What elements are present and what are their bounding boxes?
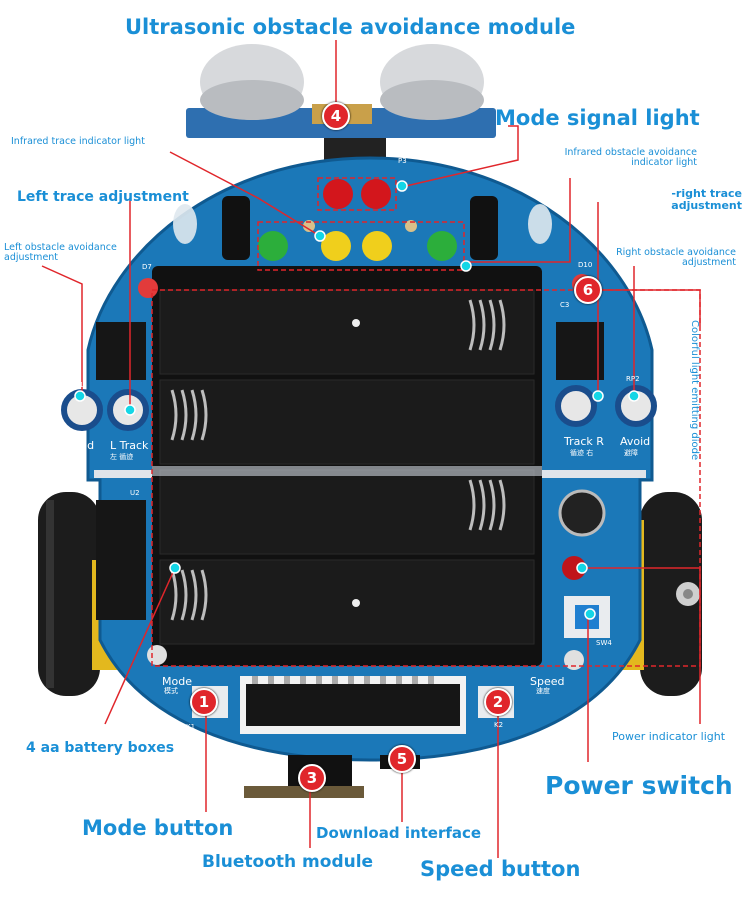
side-components [61, 274, 657, 670]
pcb-track-left: L Track [110, 439, 149, 452]
led-cluster [258, 179, 457, 261]
label-right-obstacle: Right obstacle avoidance adjustment [616, 247, 736, 269]
label-left-obstacle: Left obstacle avoidance adjustment [4, 242, 117, 264]
pcb-p3: P3 [398, 157, 407, 165]
label-speed-button: Speed button [420, 857, 581, 881]
ir-sensors [173, 196, 552, 260]
pcb-sw4: SW4 [596, 639, 612, 647]
pcb-avoid-left-cn: 避障 [72, 453, 86, 461]
label-battery: 4 aa battery boxes [26, 740, 175, 756]
label-right-trace: -right trace adjustment [671, 187, 742, 213]
pcb-u2: U2 [130, 489, 140, 497]
pcb-c3: C3 [560, 301, 570, 309]
badge-3: 3 [298, 764, 326, 792]
pcb-mode-cn: 模式 [164, 687, 178, 695]
pcb-rp1: RP1 [70, 381, 84, 389]
badge-2: 2 [484, 688, 512, 716]
callout-boxes [151, 177, 701, 667]
pcb-avoid-right-cn: 避障 [624, 449, 638, 457]
label-ultrasonic: Ultrasonic obstacle avoidance module [125, 15, 576, 39]
marker-dots [74, 180, 640, 620]
pcb-track-right: Track R [564, 435, 604, 448]
label-power-switch: Power switch [545, 771, 733, 800]
pcb-k1: K1 [186, 723, 196, 731]
leader-lines [41, 40, 701, 858]
pcb-speed-cn: 速度 [536, 687, 550, 695]
label-colorful-light: Colorful light emitting diode [689, 320, 700, 461]
battery-holder [94, 266, 646, 666]
pcb-track-right-cn: 循迹 右 [570, 449, 594, 457]
power-switch-body [564, 596, 610, 638]
label-mode-signal: Mode signal light [495, 106, 700, 130]
label-power-indicator: Power indicator light [612, 730, 726, 743]
main-chip [240, 676, 466, 734]
pcb-d7: D7 [142, 263, 152, 271]
label-mode-button: Mode button [82, 816, 234, 840]
pcb-k2: K2 [494, 721, 504, 729]
pcb-d10: D10 [578, 261, 593, 269]
pcb-speed: Speed [530, 675, 565, 688]
pcb-avoid-right: Avoid [620, 435, 651, 448]
pcb-mode: Mode [162, 675, 192, 688]
badge-4: 4 [322, 102, 350, 130]
pcb-rp2: RP2 [626, 375, 640, 383]
label-infrared-obstacle: Infrared obstacle avoidance indicator li… [564, 147, 697, 169]
badge-6: 6 [574, 276, 602, 304]
label-bluetooth: Bluetooth module [202, 852, 374, 872]
badge-1: 1 [190, 688, 218, 716]
label-left-trace: Left trace adjustment [17, 189, 189, 205]
label-download: Download interface [316, 824, 482, 842]
pcb-track-left-cn: 左 循迹 [110, 453, 134, 461]
badge-5: 5 [388, 745, 416, 773]
pcb-avoid-left: Avoid [64, 439, 95, 452]
label-infrared-trace: Infrared trace indicator light [11, 136, 145, 147]
